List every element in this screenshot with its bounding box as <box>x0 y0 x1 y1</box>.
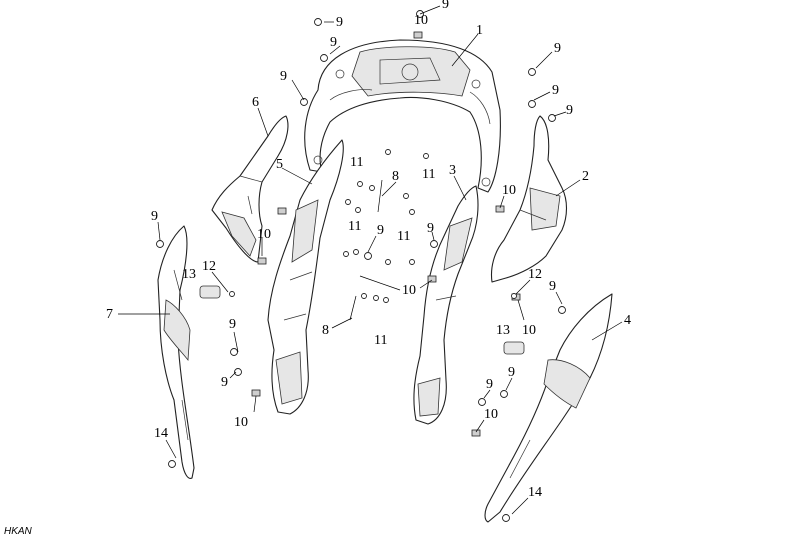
callout-9: 9 <box>508 365 515 380</box>
part-1-frame <box>304 39 501 193</box>
callout-10: 10 <box>522 323 536 338</box>
callout-5: 5 <box>276 157 283 172</box>
callout-labels: 1 2 3 4 5 6 7 8 8 9 9 9 9 9 9 9 9 9 9 9 … <box>106 0 631 500</box>
part-8-strips <box>349 179 383 321</box>
callout-7: 7 <box>106 307 113 322</box>
callout-3: 3 <box>449 163 456 178</box>
callout-9: 9 <box>280 69 287 84</box>
callout-9: 9 <box>151 209 158 224</box>
callout-10: 10 <box>234 415 248 430</box>
drawing-code: HKAN <box>4 526 32 537</box>
callout-8-lower: 8 <box>322 323 329 338</box>
part-13-pads <box>199 285 525 355</box>
callout-9: 9 <box>377 223 384 238</box>
callout-11: 11 <box>348 219 361 234</box>
part-6-left-upper-panel <box>211 115 289 263</box>
small-screws <box>229 149 517 303</box>
callout-11: 11 <box>422 167 435 182</box>
callout-9: 9 <box>427 221 434 236</box>
callout-9: 9 <box>552 83 559 98</box>
callout-9: 9 <box>549 279 556 294</box>
part-4-right-lower-cover <box>484 293 613 523</box>
callout-10: 10 <box>484 407 498 422</box>
leader-lines <box>118 5 623 515</box>
callout-14: 14 <box>154 426 168 441</box>
callout-2: 2 <box>582 169 589 184</box>
callout-10: 10 <box>257 227 271 242</box>
callout-4: 4 <box>624 313 631 328</box>
callout-6: 6 <box>252 95 259 110</box>
callout-13: 13 <box>182 267 196 282</box>
callout-10: 10 <box>402 283 416 298</box>
callout-9: 9 <box>486 377 493 392</box>
callout-8-upper: 8 <box>392 169 399 184</box>
callout-9: 9 <box>442 0 449 12</box>
callout-9: 9 <box>566 103 573 118</box>
callout-10: 10 <box>502 183 516 198</box>
callout-9: 9 <box>229 317 236 332</box>
part-3-right-inner-panel <box>413 185 479 425</box>
callout-12: 12 <box>528 267 542 282</box>
callout-11: 11 <box>374 333 387 348</box>
callout-10: 10 <box>414 13 428 28</box>
callout-9: 9 <box>221 375 228 390</box>
callout-9: 9 <box>336 15 343 30</box>
callout-11: 11 <box>350 155 363 170</box>
callout-9: 9 <box>554 41 561 56</box>
callout-9: 9 <box>330 35 337 50</box>
callout-12: 12 <box>202 259 216 274</box>
callout-13: 13 <box>496 323 510 338</box>
screws <box>156 10 566 522</box>
part-2-right-upper-panel <box>490 115 568 283</box>
part-7-left-lower-cover <box>157 225 195 479</box>
callout-14: 14 <box>528 485 542 500</box>
part-5-left-inner-panel <box>267 139 344 415</box>
callout-1: 1 <box>476 23 483 38</box>
callout-11: 11 <box>397 229 410 244</box>
